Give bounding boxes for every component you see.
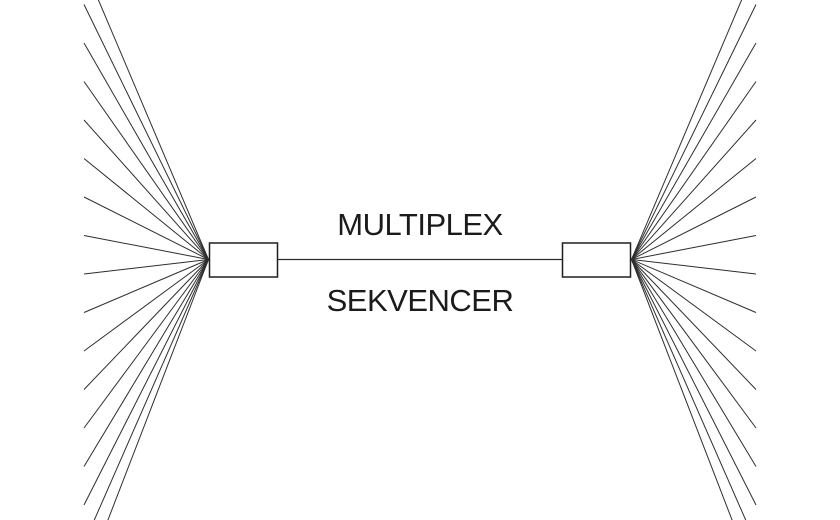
input-line	[83, 259, 209, 429]
input-line	[107, 259, 209, 520]
output-line	[631, 259, 747, 520]
input-line	[83, 158, 209, 260]
output-line	[631, 259, 733, 520]
output-line	[631, 259, 757, 390]
input-line	[83, 235, 209, 260]
input-line	[97, 0, 209, 260]
multiplex-label: MULTIPLEX	[337, 207, 503, 242]
output-line	[631, 259, 757, 467]
sekvencer-label: SEKVENCER	[326, 283, 514, 318]
output-line	[631, 4, 757, 260]
output-line	[631, 259, 757, 506]
input-line	[83, 4, 209, 260]
output-line	[631, 259, 757, 275]
input-line	[83, 196, 209, 260]
input-line	[83, 259, 209, 352]
input-line	[83, 259, 209, 467]
input-line	[83, 259, 209, 506]
input-line	[83, 259, 209, 313]
output-line	[631, 81, 757, 260]
input-line	[83, 259, 209, 390]
output-line	[631, 235, 757, 260]
sequencer-box	[561, 242, 632, 278]
output-line	[631, 259, 757, 429]
input-line	[83, 119, 209, 260]
input-lines-fan	[83, 0, 209, 520]
output-line	[631, 259, 757, 313]
output-lines-fan	[631, 0, 757, 520]
output-line	[631, 196, 757, 260]
input-line	[83, 81, 209, 260]
output-line	[631, 259, 757, 352]
output-line	[631, 0, 743, 260]
input-line	[83, 259, 209, 275]
output-line	[631, 119, 757, 260]
input-line	[83, 42, 209, 260]
output-line	[631, 158, 757, 260]
output-line	[631, 42, 757, 260]
input-line	[93, 259, 209, 520]
multiplex-box	[208, 242, 279, 278]
